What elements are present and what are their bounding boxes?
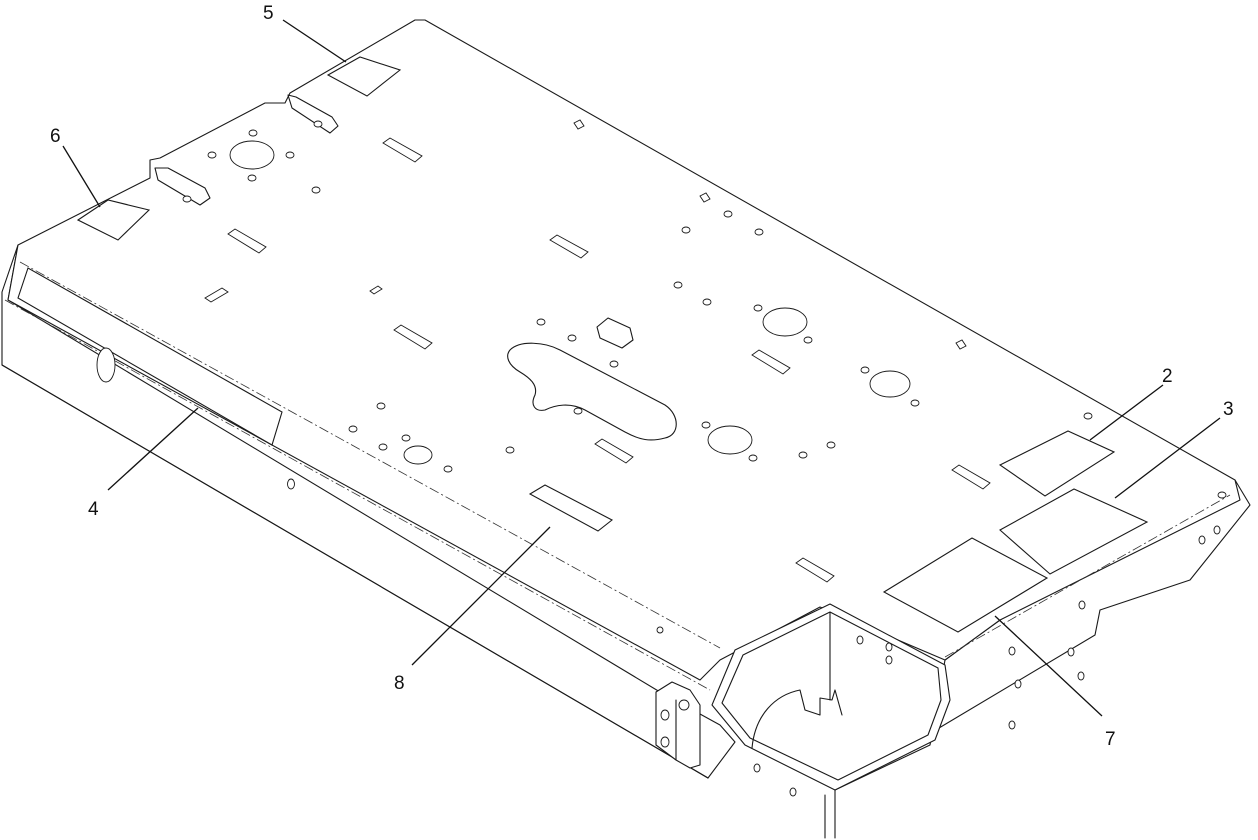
- bottom-edge: [1, 364, 709, 779]
- leader-line-6: [62, 145, 101, 208]
- leader-line-5: [282, 19, 347, 63]
- large-hole: [762, 307, 808, 337]
- square-cutout: [596, 317, 634, 349]
- leader-line-3: [1114, 417, 1221, 499]
- leader-line-8: [411, 526, 551, 666]
- callout-6: 6: [50, 126, 61, 147]
- callout-5: 5: [263, 3, 274, 24]
- central-cutout: [507, 342, 677, 441]
- large-hole: [403, 445, 433, 465]
- rear-bracket-left: [154, 167, 211, 206]
- callout-4: 4: [88, 499, 99, 520]
- side-hole: [287, 478, 295, 490]
- large-hole: [707, 425, 753, 455]
- leader-line-2: [1089, 384, 1164, 441]
- large-hole: [869, 370, 911, 398]
- hidden-line: [4, 299, 711, 691]
- callout-7: 7: [1105, 729, 1116, 750]
- front-box-cut: [751, 689, 843, 749]
- front-box-inner: [721, 611, 942, 781]
- small-holes: [207, 129, 1227, 634]
- leader-line-4: [107, 407, 199, 491]
- callout-3: 3: [1223, 399, 1234, 420]
- large-hole: [229, 140, 275, 170]
- decal-2: [998, 430, 1116, 497]
- decal-6: [76, 199, 151, 241]
- right-wall-holes: [1008, 525, 1221, 730]
- decal-4: [17, 267, 283, 446]
- left-side-wall: [1, 244, 736, 779]
- box-holes: [753, 635, 893, 797]
- hinge-hole: [660, 709, 670, 721]
- decal-8: [528, 484, 614, 532]
- callout-8: 8: [394, 673, 405, 694]
- side-hole: [96, 347, 116, 383]
- hidden-line: [944, 494, 1231, 658]
- bracket-hole: [313, 120, 323, 128]
- hinge-hole: [678, 699, 690, 711]
- rear-bracket-right: [287, 94, 339, 134]
- decal-5: [326, 56, 402, 97]
- hinge-hole: [660, 736, 670, 748]
- decal-7: [882, 537, 1049, 633]
- hinge-bracket: [655, 681, 701, 769]
- top-plate: [7, 19, 1241, 681]
- decal-3: [999, 488, 1149, 575]
- bracket-hole: [182, 195, 192, 203]
- leader-line-7: [994, 615, 1103, 717]
- hidden-line: [19, 261, 721, 649]
- callout-2: 2: [1162, 366, 1173, 387]
